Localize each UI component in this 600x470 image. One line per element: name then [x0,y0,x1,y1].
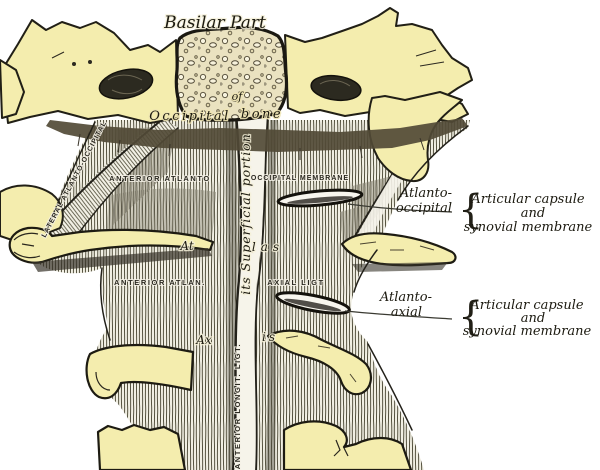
callout2-desc-line2: and [521,311,545,326]
atlas-right-under-shadow [352,262,448,272]
label-superficial-portion: its Superficial portion [238,133,253,295]
callout-atlanto-axial: Atlanto- axial { Articular capsule and s… [379,290,592,340]
atlas-left-tip-hatch [13,232,41,259]
fiber-shading-mid [106,188,216,240]
central-band-left-edge [231,110,243,470]
label-atlas-second: las [252,240,284,254]
callout2-name-line2: axial [391,305,422,320]
band-shadow-right [266,120,277,470]
ligament-left-edge [45,121,96,233]
ligament-right-edge2 [353,249,378,293]
atlas-left-under-shadow [32,248,212,272]
callout1-brace: { [458,187,483,233]
atlanto-axial-capsule [275,291,351,315]
label-axis-second: is [262,330,278,344]
label-atlas-first: At [179,239,193,253]
callout2-desc-line1: Articular capsule [469,298,583,313]
label-occipital-membrane: OCCIPITAL MEMBRANE [251,175,349,182]
callout2-desc-line3: synovial membrane [463,324,592,339]
label-anterior-atlan: ANTERIOR ATLAN. [114,278,206,287]
label-occipital: Occipital [149,109,231,124]
wing-nutrient-dot-2 [88,60,92,64]
central-ligament-band [232,112,268,470]
callout2-brace: { [458,294,483,340]
callout1-desc-line3: synovial membrane [464,220,593,235]
occipital-condyle-left [0,184,64,242]
title-basilar-part: Basilar Part [163,13,266,33]
callout1-desc-line1: Articular capsule [470,192,584,207]
label-anterior-longit-ligt: ANTERIOR LONGIT. LIGT. [233,343,242,469]
axis-left-tip-line [95,371,111,391]
label-axial-ligt: AXIAL LIGT [267,278,325,287]
axis-left-process [85,343,195,400]
callout2-name-line1: Atlanto- [379,290,432,305]
foramen-left-highlight [107,74,143,95]
occipital-shadow-tufts [77,133,425,160]
occipital-left-wing [1,19,179,124]
c3-right [282,420,413,470]
basilar-part-block [174,25,289,122]
central-band-right-edge [254,111,269,470]
atlas-right-marks [359,241,435,251]
axis-right-process [266,329,372,396]
label-anterior-atlanto: ANTERIOR ATLANTO [109,174,211,183]
atlanto-occipital-capsule [276,188,364,208]
jugular-foramen-left [98,68,154,100]
axis-right-marks [285,335,357,383]
callout1-name-line1: Atlanto- [399,186,452,201]
ligament-bottom-right-edge [367,343,413,431]
leader-line-atlanto-axial [344,310,453,320]
callout-atlanto-occipital: Atlanto- occipital { Articular capsule a… [396,186,593,235]
foramen-right-highlight [319,80,351,87]
occipital-left-fragment [0,59,25,119]
label-bone: bone [241,107,283,122]
atlas-right-strip [340,232,457,267]
ligament-right-edge [397,125,469,201]
wing-nutrient-dot-1 [72,62,76,66]
leader-line-atlanto-occipital [347,203,453,213]
callout1-name-line2: occipital [396,201,452,216]
lateral-band [40,118,178,246]
callout1-desc-line2: and [521,206,545,221]
label-of: of [232,90,245,103]
ligament-left-edge2 [99,267,111,341]
wing-marks [51,49,445,67]
c3-right-jag [333,439,349,457]
label-axis-first: Ax [195,333,212,347]
c3-left [96,423,187,470]
occipital-shadow-band [46,118,468,152]
